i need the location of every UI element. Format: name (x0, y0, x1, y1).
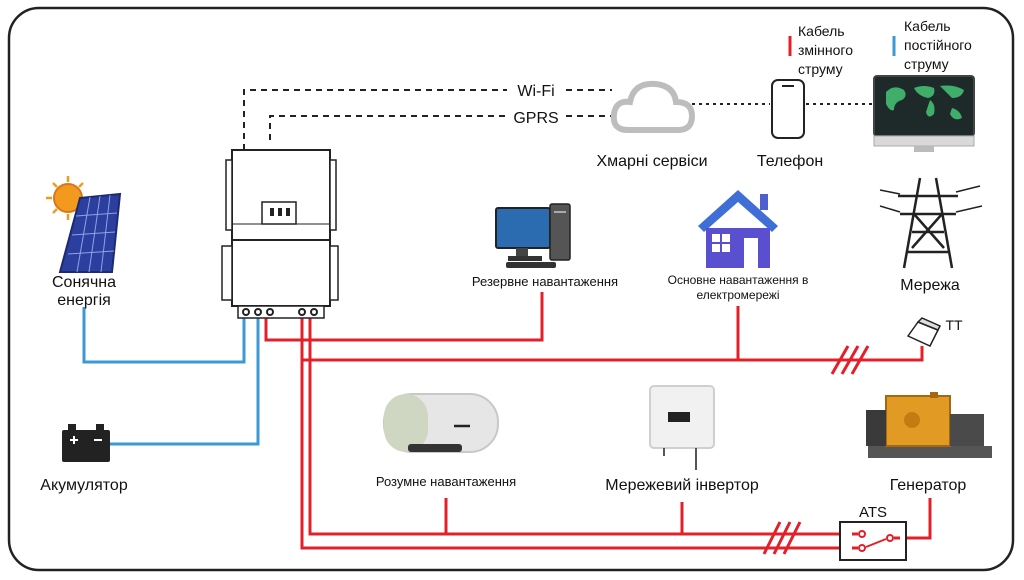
hash-grid-2 (840, 345, 860, 375)
hash-ats-1 (762, 521, 782, 555)
diesel-generator-icon (866, 392, 992, 458)
hash-ats-3 (782, 521, 802, 555)
phone-label: Телефон (757, 153, 823, 170)
battery-label: Акумулятор (40, 477, 128, 494)
legend-ac-label-3: струму (798, 61, 843, 77)
world-map-monitor-icon (873, 75, 975, 152)
backup-load-label: Резервне навантаження (472, 274, 618, 289)
ats-terminal-3 (886, 534, 894, 542)
legend-ac-label-1: Кабель (798, 23, 845, 39)
hash-ats-2 (772, 521, 792, 555)
inverter-port-3 (266, 308, 274, 316)
power-pylon-icon (879, 177, 983, 269)
cloud-label: Хмарні сервіси (596, 153, 707, 170)
grid-inverter-icon (649, 385, 715, 470)
hash-grid-1 (830, 345, 850, 375)
cloud-icon (610, 80, 696, 133)
ac-cables (264, 292, 932, 550)
inverter-right-rail-lower (329, 245, 339, 301)
ac-cable-generator (900, 498, 932, 540)
generator-label: Генератор (890, 477, 967, 494)
wifi-line-left (243, 89, 507, 150)
dc-cables (82, 307, 260, 446)
dc-cable-battery (110, 318, 260, 446)
inverter-port-5 (310, 308, 318, 316)
legend-ac-label-2: змінного (798, 42, 853, 58)
comm-lines (243, 89, 872, 150)
ats-switch (839, 521, 907, 561)
inverter-left-rail (225, 159, 233, 231)
inverter-port-2 (254, 308, 262, 316)
grid-inverter-label: Мережевий інвертор (605, 477, 759, 494)
ac-cable-ats-in1 (308, 318, 852, 536)
ats-terminal-1 (858, 530, 866, 538)
house-icon (698, 190, 778, 268)
gprs-label: GPRS (513, 110, 558, 127)
solar-label-2: енергія (57, 292, 111, 309)
hash-grid-3 (850, 345, 870, 375)
inverter-port-1 (242, 308, 250, 316)
main-load-label-1: Основне навантаження в (668, 273, 809, 287)
ac-cable-ats-in2 (300, 360, 852, 550)
gprs-line-left (269, 115, 507, 140)
ac-cable-grid (300, 318, 924, 362)
smartphone-icon (771, 79, 805, 139)
solar-panel-icon (58, 192, 122, 273)
wifi-label: Wi-Fi (517, 83, 554, 100)
battery-icon (62, 424, 110, 462)
ac-cable-backup-load (264, 292, 544, 342)
inverter-led-2 (278, 208, 282, 216)
legend-dc-label-2: постійного (904, 37, 972, 53)
inverter-port-4 (298, 308, 306, 316)
legend-dc-label-1: Кабель (904, 18, 951, 34)
inverter-right-rail (329, 159, 337, 231)
smart-load-label: Розумне навантаження (376, 474, 516, 489)
hybrid-inverter (221, 149, 339, 319)
legend-dc-label-3: струму (904, 56, 949, 72)
diagram-frame (7, 6, 1015, 572)
ats-contact (865, 538, 887, 548)
grid-label: Мережа (900, 277, 960, 294)
solar-label-1: Сонячна (52, 274, 116, 291)
cable-hash-marks (762, 345, 870, 555)
ats-label: ATS (859, 504, 887, 521)
ct-label: TT (945, 317, 963, 333)
ct-sensor-icon (906, 317, 942, 347)
inverter-left-rail-lower (221, 245, 233, 301)
main-load-label-2: електромережі (696, 288, 779, 302)
desktop-pc-icon (495, 203, 571, 268)
inverter-body (231, 149, 331, 307)
water-heater-icon (383, 393, 499, 453)
inverter-led-1 (270, 208, 274, 216)
ats-terminal-2 (858, 544, 866, 552)
legend: Кабель змінного струму Кабель постійного… (788, 18, 972, 77)
inverter-led-3 (286, 208, 290, 216)
dc-cable-solar (82, 307, 246, 364)
